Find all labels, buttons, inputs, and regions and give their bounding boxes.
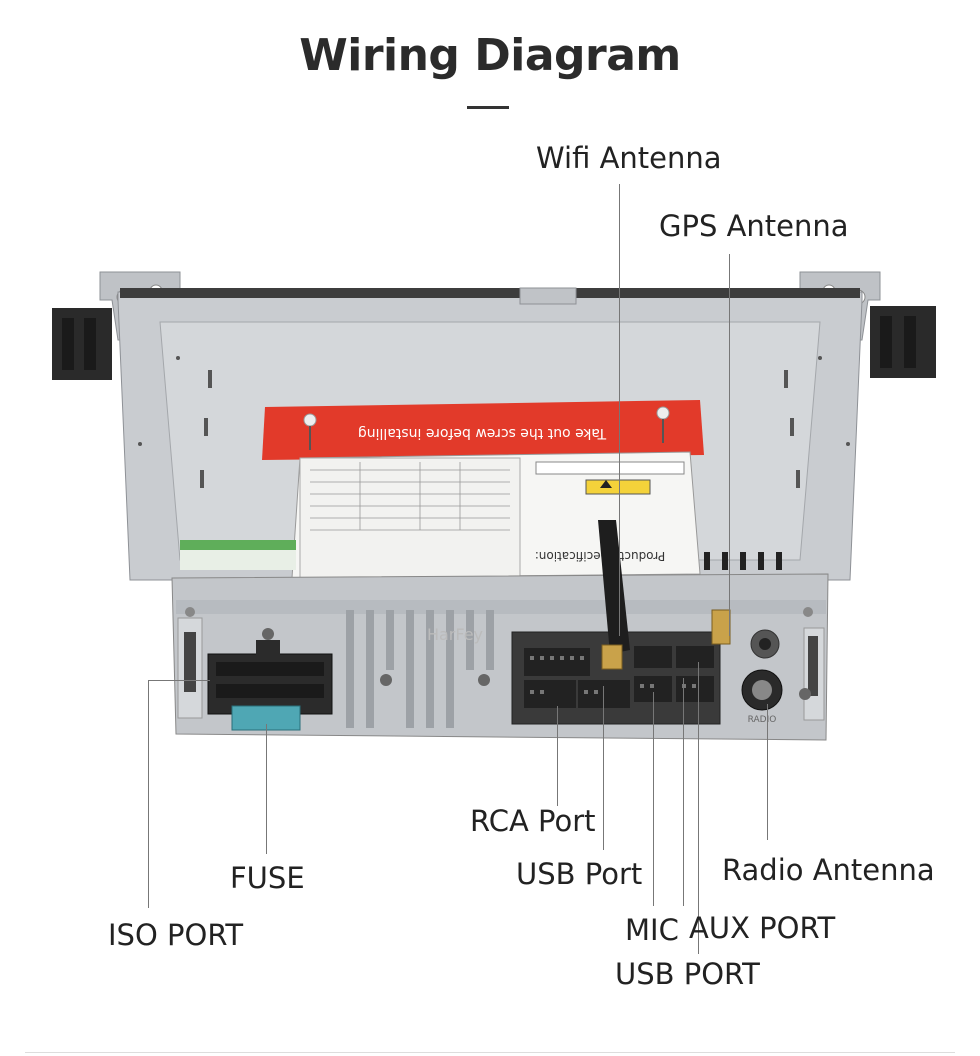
iso-port-leader-h	[148, 680, 210, 681]
label-mic: MIC	[625, 913, 679, 947]
label-gps-antenna: GPS Antenna	[659, 209, 849, 243]
label-fuse: FUSE	[230, 861, 305, 895]
page-title: Wiring Diagram	[299, 30, 681, 81]
label-aux-port: AUX PORT	[689, 911, 836, 945]
wifi-antenna-leader	[619, 184, 620, 636]
fuse-leader	[266, 724, 267, 854]
usb-port-leader	[603, 686, 604, 850]
right-mounting-bracket	[870, 306, 936, 378]
gps-antenna-leader	[729, 254, 730, 636]
iso-port-leader-v	[148, 680, 149, 908]
aux-port-leader	[683, 678, 684, 906]
label-iso-port: ISO PORT	[108, 918, 244, 952]
spec-label: Product Specification:	[180, 451, 701, 579]
left-mounting-bracket	[52, 308, 112, 380]
warning-sticker-text: Take out the screw before installing	[358, 425, 607, 441]
radio-antenna-leader	[767, 704, 768, 840]
rear-panel: HarFey RADIO	[171, 520, 829, 741]
mic-leader	[653, 692, 654, 906]
warning-sticker: Take out the screw before installing	[262, 400, 704, 460]
bottom-divider	[25, 1052, 955, 1053]
label-rca-port: RCA Port	[470, 804, 596, 838]
usb-port-2-leader	[698, 662, 699, 954]
label-radio-antenna: Radio Antenna	[722, 853, 935, 887]
label-usb-port: USB Port	[516, 857, 643, 891]
label-wifi-antenna: Wifi Antenna	[536, 141, 722, 175]
rca-port-leader	[557, 706, 558, 806]
spec-heading: Product Specification:	[535, 549, 665, 563]
radio-socket-label: RADIO	[748, 715, 777, 725]
label-usb-port-2: USB PORT	[615, 957, 760, 991]
title-underline	[467, 106, 509, 109]
brand-watermark: HarFey	[427, 625, 483, 644]
